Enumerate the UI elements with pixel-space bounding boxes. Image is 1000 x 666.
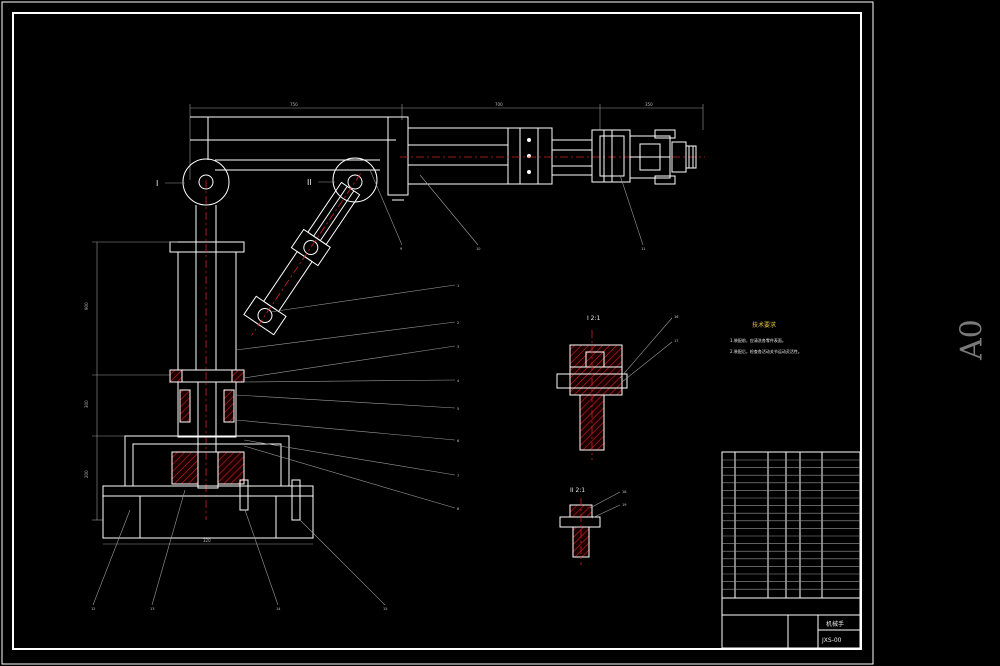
- outer-border: [1, 1, 874, 665]
- node-view-2-label: II: [307, 178, 312, 187]
- callout-5: 5: [457, 407, 459, 411]
- detail-view-2: II 2:1 18 19: [559, 487, 626, 565]
- callout-3: 3: [457, 345, 459, 349]
- callout-12: 12: [91, 607, 95, 611]
- title-block: 机械手 JXS-00: [721, 451, 861, 649]
- notes-line-2: 2.装配后，检查各活动关节运动灵活性。: [730, 348, 802, 354]
- callout-15: 15: [383, 607, 387, 611]
- callout-14: 14: [276, 607, 281, 611]
- node-view-1-label: I: [156, 179, 158, 188]
- callout-7: 7: [457, 474, 459, 478]
- callout-13: 13: [150, 607, 154, 611]
- sheet-size-label: A0: [954, 319, 990, 361]
- callout-1: 1: [457, 284, 459, 288]
- detail-2-title: II 2:1: [570, 487, 585, 494]
- dim-height-3: 200: [84, 470, 89, 478]
- dim-base-width: 320: [203, 538, 211, 543]
- technical-notes: 技术要求 1.装配前，应清洗各零件表面。 2.装配后，检查各活动关节运动灵活性。: [730, 321, 802, 354]
- callout-9: 9: [400, 247, 402, 251]
- main-view: 750 700 350 I II: [84, 102, 705, 611]
- dim-height-2: 300: [84, 400, 89, 408]
- callout-4: 4: [457, 379, 460, 383]
- detail-1-title: I 2:1: [587, 315, 601, 322]
- title-block-title: 机械手: [826, 620, 844, 628]
- callout-8: 8: [457, 507, 459, 511]
- callout-16: 16: [674, 315, 678, 319]
- callout-18: 18: [622, 490, 626, 494]
- notes-title: 技术要求: [752, 321, 776, 329]
- callout-11: 11: [641, 247, 645, 251]
- notes-line-1: 1.装配前，应清洗各零件表面。: [730, 337, 786, 343]
- title-block-number: JXS-00: [821, 637, 842, 644]
- dim-top-1: 750: [290, 102, 298, 107]
- dim-top-3: 350: [645, 102, 653, 107]
- dim-height-1: 900: [84, 302, 89, 310]
- detail-view-1: I 2:1 16 17: [556, 315, 678, 460]
- callout-10: 10: [476, 247, 480, 251]
- callout-6: 6: [457, 439, 459, 443]
- dim-top-2: 700: [495, 102, 503, 107]
- callout-17: 17: [674, 339, 678, 343]
- callout-19: 19: [622, 503, 626, 507]
- inner-border: [12, 12, 862, 650]
- callout-2: 2: [457, 321, 459, 325]
